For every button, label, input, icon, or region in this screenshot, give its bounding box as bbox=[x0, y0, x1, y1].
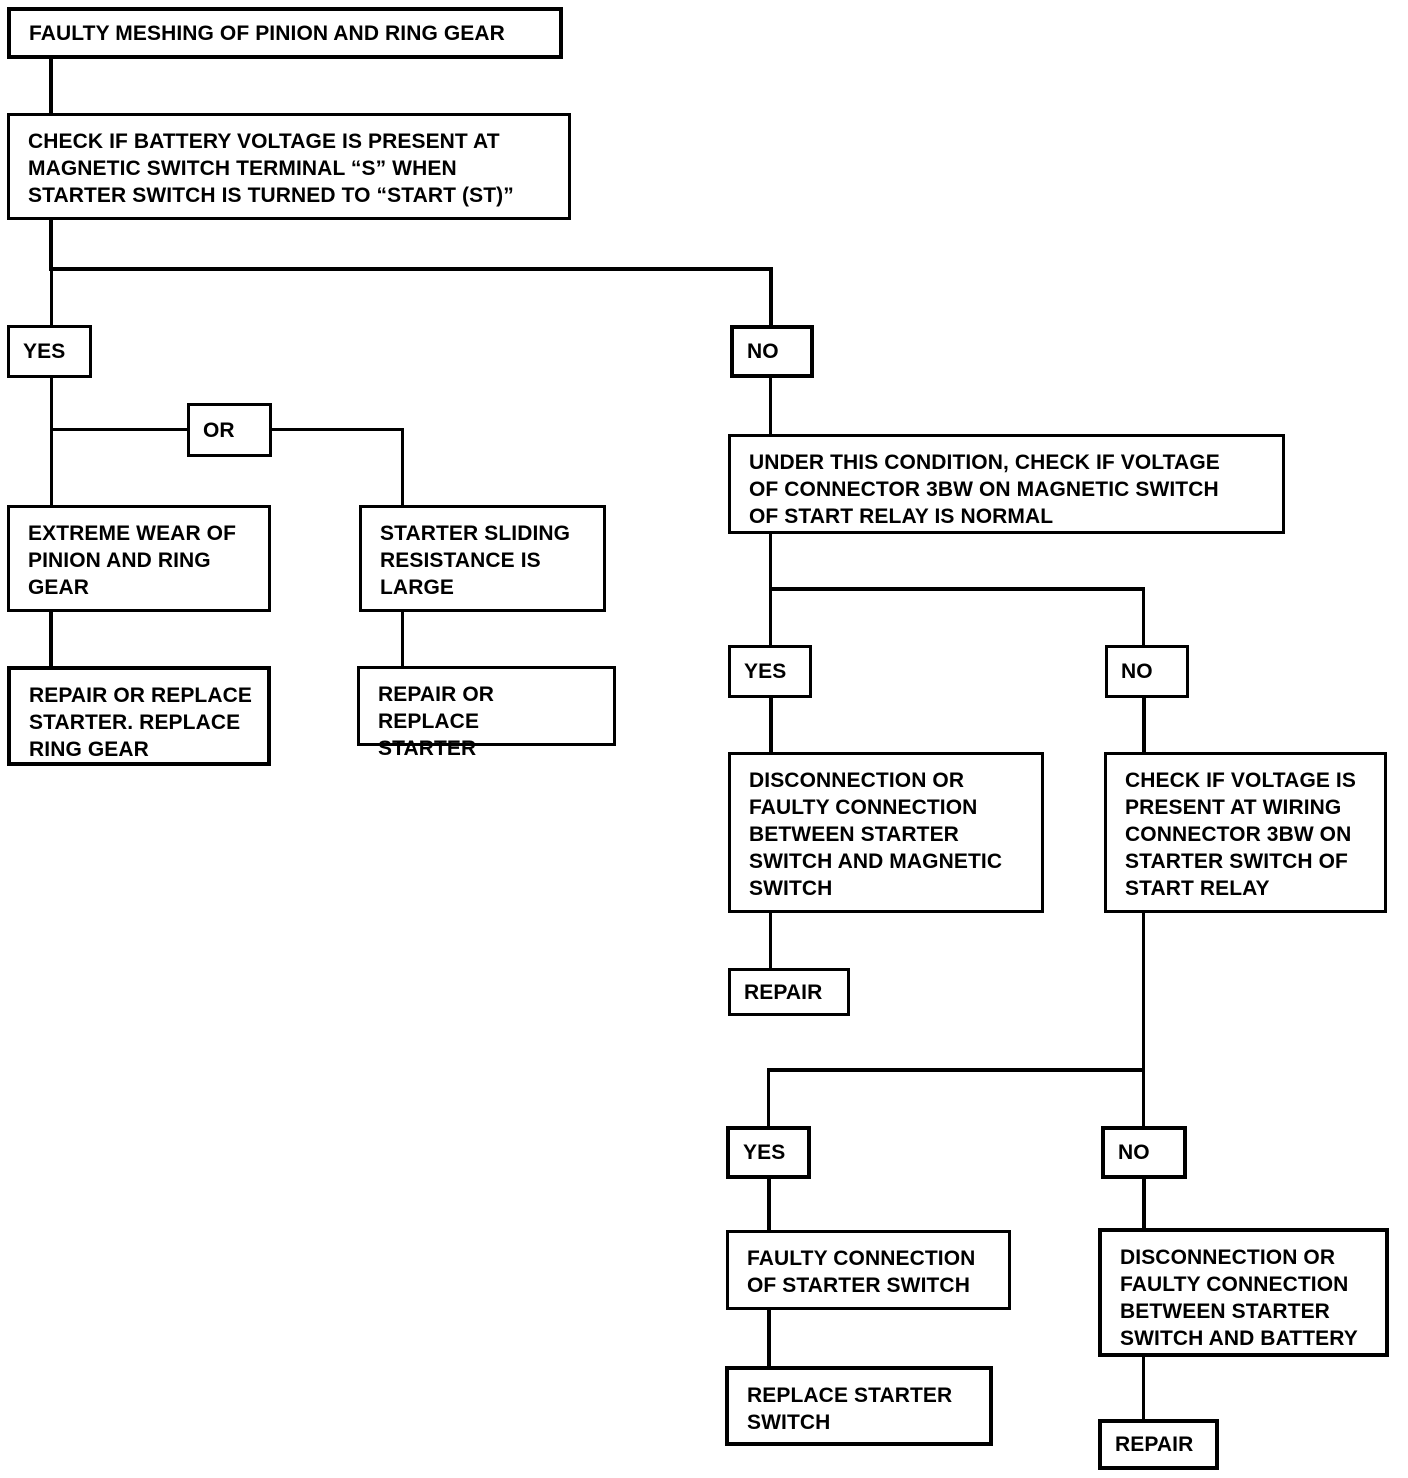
connector-or-to-sliding bbox=[270, 428, 404, 431]
node-yes-1[interactable]: YES bbox=[7, 325, 92, 378]
connector-yes1-down bbox=[50, 377, 53, 507]
node-repair-2[interactable]: REPAIR bbox=[1098, 1419, 1219, 1470]
connector-disconnection2-to-repair2 bbox=[1142, 1354, 1145, 1420]
connector-no3-to-disconnection2 bbox=[1142, 1178, 1146, 1232]
node-disconnection-starter-battery[interactable]: DISCONNECTION OR FAULTY CONNECTION BETWE… bbox=[1098, 1228, 1389, 1357]
node-repair-1[interactable]: REPAIR bbox=[728, 968, 850, 1016]
connector-bus1-to-yes1 bbox=[50, 267, 53, 327]
connector-faulty-to-replace bbox=[767, 1308, 771, 1368]
connector-bus1-to-no1 bbox=[769, 267, 773, 327]
connector-or-down-to-sliding bbox=[401, 428, 404, 508]
node-no-1[interactable]: NO bbox=[730, 325, 814, 378]
node-under-this-condition[interactable]: UNDER THIS CONDITION, CHECK IF VOLTAGE O… bbox=[728, 434, 1285, 534]
node-root[interactable]: FAULTY MESHING OF PINION AND RING GEAR bbox=[7, 7, 563, 59]
connector-bus2-to-no2 bbox=[1142, 587, 1145, 649]
node-yes-3[interactable]: YES bbox=[726, 1126, 811, 1179]
connector-no1-to-under bbox=[769, 377, 772, 435]
connector-bus2-to-yes2 bbox=[769, 587, 772, 649]
connector-check-to-bus1 bbox=[49, 218, 53, 270]
connector-yes1-to-or bbox=[50, 428, 190, 431]
node-or-1[interactable]: OR bbox=[187, 403, 272, 457]
node-replace-starter-switch[interactable]: REPLACE STARTER SWITCH bbox=[725, 1366, 993, 1446]
connector-disconnection-to-repair1 bbox=[769, 910, 772, 970]
bus-yes-no-2 bbox=[769, 587, 1145, 591]
connector-extremewear-to-repair bbox=[49, 610, 53, 668]
node-yes-2[interactable]: YES bbox=[728, 645, 812, 698]
node-repair-replace-starter[interactable]: REPAIR OR REPLACE STARTER bbox=[357, 666, 616, 760]
node-disconnection-starter-magnetic[interactable]: DISCONNECTION OR FAULTY CONNECTION BETWE… bbox=[728, 752, 1044, 913]
node-no-3[interactable]: NO bbox=[1101, 1126, 1187, 1179]
connector-sliding-to-repair bbox=[401, 610, 404, 668]
connector-root-to-check bbox=[49, 58, 53, 114]
connector-under-to-bus2 bbox=[769, 533, 772, 590]
node-extreme-wear[interactable]: EXTREME WEAR OF PINION AND RING GEAR bbox=[7, 505, 271, 612]
node-repair-replace-starter-ring[interactable]: REPAIR OR REPLACE STARTER. REPLACE RING … bbox=[7, 666, 271, 766]
node-faulty-connection-starter-switch[interactable]: FAULTY CONNECTION OF STARTER SWITCH bbox=[726, 1230, 1011, 1310]
connector-no2-to-checkvoltage bbox=[1142, 697, 1146, 753]
connector-bus3-to-yes3 bbox=[767, 1068, 770, 1130]
node-check-battery-voltage[interactable]: CHECK IF BATTERY VOLTAGE IS PRESENT AT M… bbox=[7, 113, 571, 220]
bus-yes-no-3 bbox=[767, 1068, 1145, 1072]
node-starter-sliding[interactable]: STARTER SLIDING RESISTANCE IS LARGE bbox=[359, 505, 606, 612]
connector-yes3-to-faulty bbox=[767, 1178, 771, 1234]
connector-bus3-to-no3 bbox=[1142, 1068, 1145, 1130]
bus-yes-no-1 bbox=[49, 267, 773, 271]
connector-checkvoltage-to-bus3 bbox=[1142, 910, 1145, 1070]
node-no-2[interactable]: NO bbox=[1105, 645, 1189, 698]
connector-yes2-to-disconnection bbox=[769, 697, 773, 753]
node-check-voltage-wiring[interactable]: CHECK IF VOLTAGE IS PRESENT AT WIRING CO… bbox=[1104, 752, 1387, 913]
